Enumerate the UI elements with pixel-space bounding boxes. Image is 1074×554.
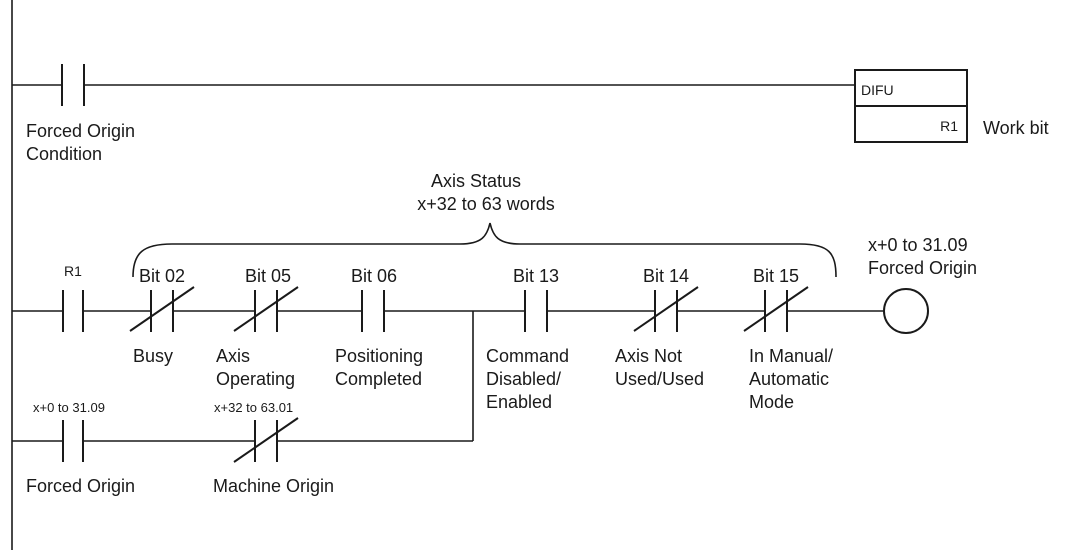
bit-14-desc-line-1: Axis Not	[615, 346, 682, 366]
coil-label-line-1: x+0 to 31.09	[868, 235, 968, 255]
difu-mnemonic: DIFU	[861, 82, 894, 98]
difu-instruction-block: DIFU R1	[854, 69, 968, 143]
bit-02-desc-line-1: Busy	[133, 346, 173, 366]
branch-forced-origin-contact	[62, 420, 84, 462]
r1-contact	[62, 290, 84, 332]
bit-15-desc-line-2: Automatic	[749, 369, 829, 389]
bit-02-label: Bit 02	[139, 266, 185, 286]
work-bit-label: Work bit	[983, 118, 1049, 138]
branch-machine-origin-nc-contact	[233, 417, 299, 463]
bit-05-nc-contact	[233, 286, 299, 332]
bit-13-desc-line-1: Command	[486, 346, 569, 366]
r1-contact-label: R1	[64, 263, 82, 279]
axis-status-brace	[132, 222, 837, 278]
bit-15-desc-line-3: Mode	[749, 392, 794, 412]
bit-06-no-contact	[361, 290, 385, 332]
coil-label-line-2: Forced Origin	[868, 258, 977, 278]
branch-machine-origin-label: Machine Origin	[213, 476, 334, 496]
axis-status-label-line-1: Axis Status	[431, 171, 521, 191]
bit-02-nc-contact	[129, 286, 195, 332]
bit-14-label: Bit 14	[643, 266, 689, 286]
forced-origin-condition-label-line-1: Forced Origin	[26, 121, 135, 141]
bit-15-desc-line-1: In Manual/	[749, 346, 833, 366]
bit-14-desc-line-2: Used/Used	[615, 369, 704, 389]
bit-05-desc-line-1: Axis	[216, 346, 250, 366]
difu-operand: R1	[940, 118, 958, 134]
bit-06-desc-line-1: Positioning	[335, 346, 423, 366]
bit-13-label: Bit 13	[513, 266, 559, 286]
forced-origin-condition-label-line-2: Condition	[26, 144, 102, 164]
bit-14-nc-contact	[633, 286, 699, 332]
bit-05-desc-line-2: Operating	[216, 369, 295, 389]
rung-2: Axis Status x+32 to 63 words R1 Bit 02 B…	[12, 171, 977, 496]
bit-06-label: Bit 06	[351, 266, 397, 286]
branch-forced-origin-address: x+0 to 31.09	[33, 400, 105, 415]
bit-13-desc-line-2: Disabled/	[486, 369, 561, 389]
bit-05-label: Bit 05	[245, 266, 291, 286]
branch-forced-origin-label: Forced Origin	[26, 476, 135, 496]
branch-machine-origin-address: x+32 to 63.01	[214, 400, 293, 415]
bit-13-no-contact	[524, 290, 548, 332]
rung-1: Forced Origin Condition DIFU R1 Work bit	[12, 64, 1049, 164]
bit-15-nc-contact	[743, 286, 809, 332]
forced-origin-coil	[883, 288, 929, 334]
axis-status-label-line-2: x+32 to 63 words	[417, 194, 555, 214]
bit-13-desc-line-3: Enabled	[486, 392, 552, 412]
bit-15-label: Bit 15	[753, 266, 799, 286]
bit-06-desc-line-2: Completed	[335, 369, 422, 389]
forced-origin-condition-contact	[61, 64, 85, 106]
